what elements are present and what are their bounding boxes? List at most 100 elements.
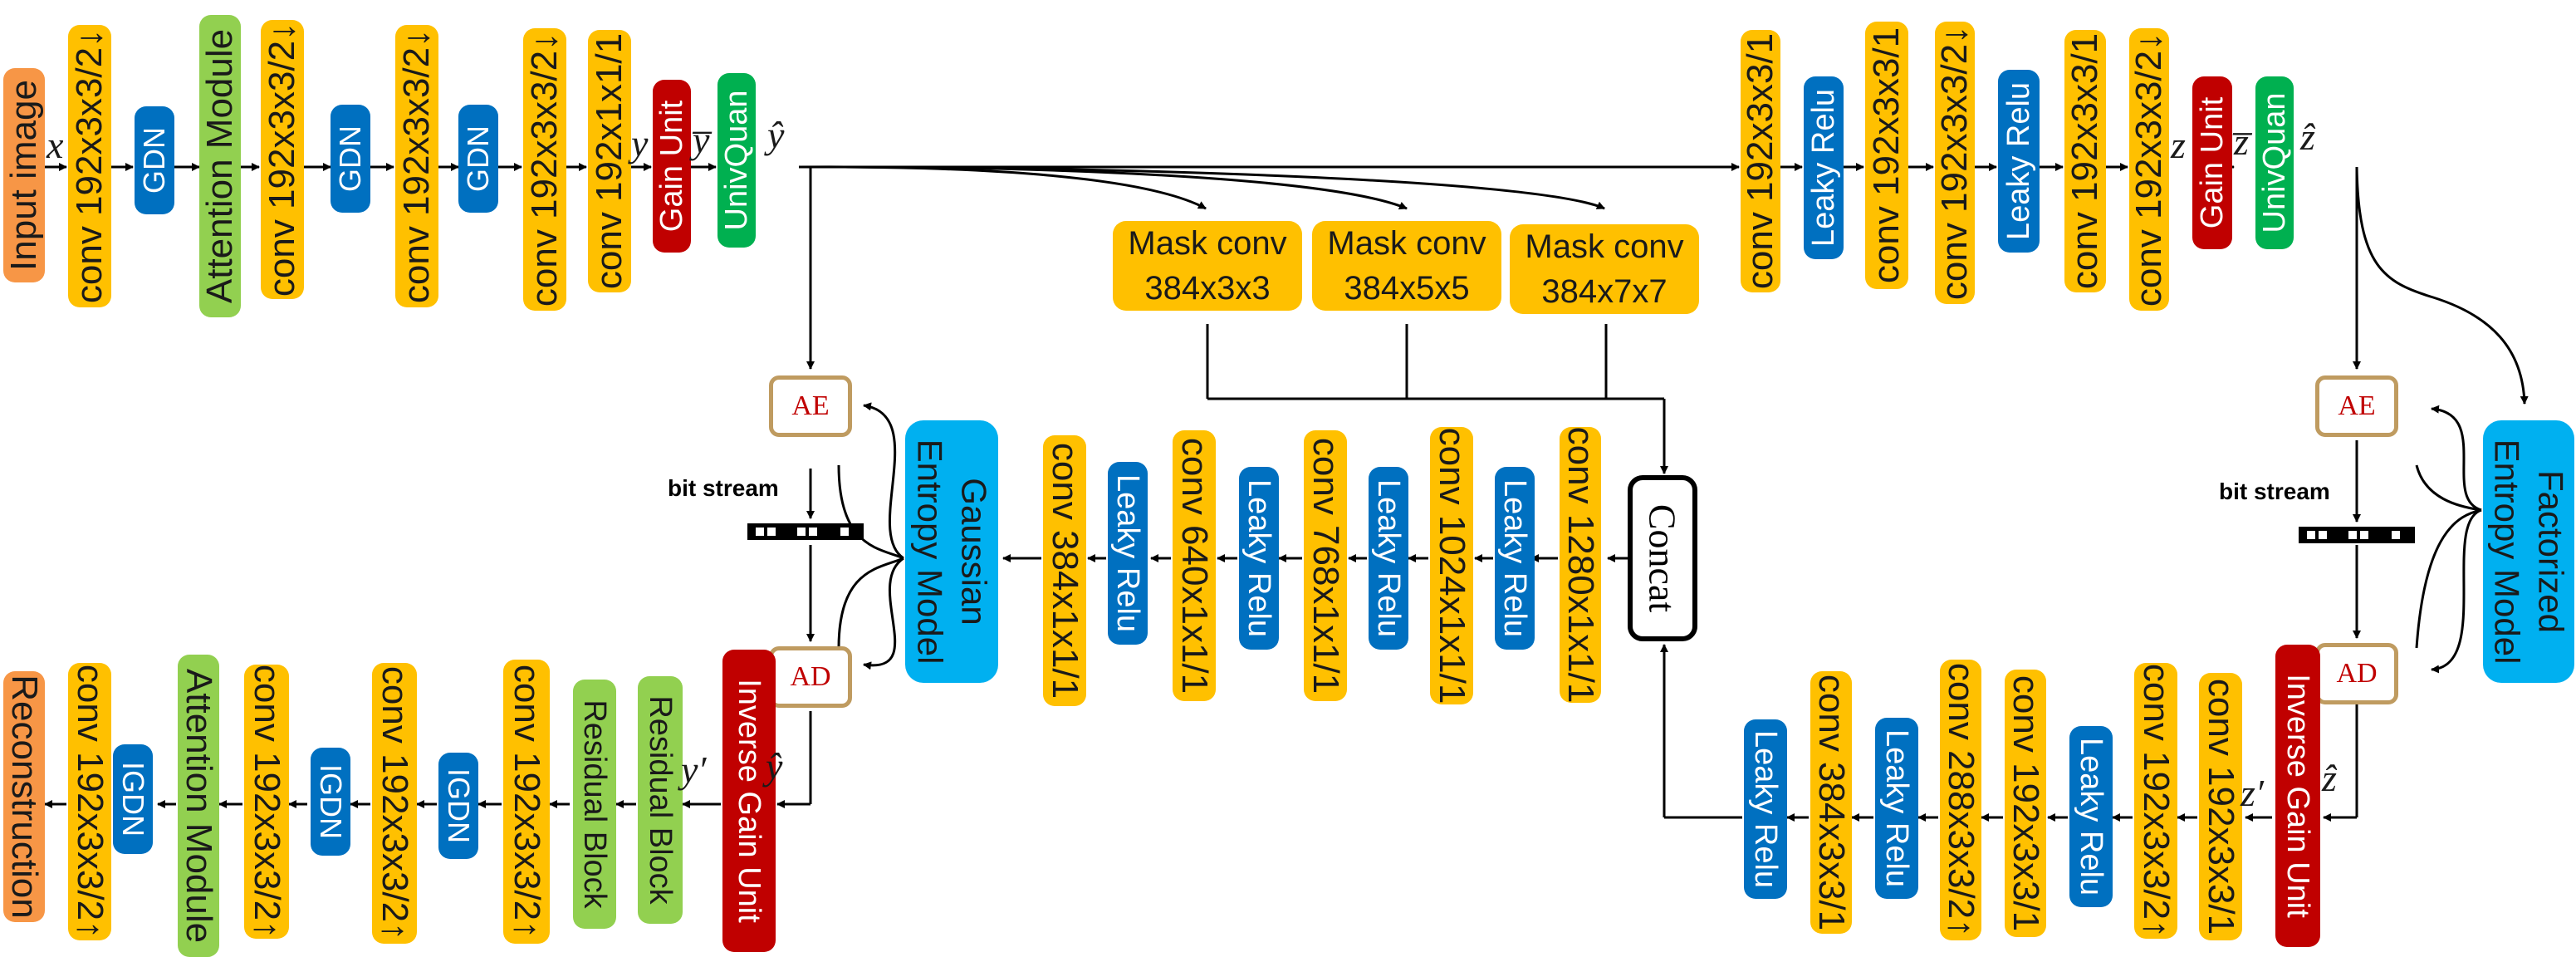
univquan-main: UnivQuan [717, 73, 756, 248]
context-leaky-relu-c-label: Leaky Relu [1241, 478, 1276, 638]
hyper-encoder-conv-3: conv 192x3x3/2↓ [1934, 22, 1975, 304]
mask-conv-3x3: Mask conv 384x3x3 [1113, 221, 1302, 311]
gain-unit-hyper: Gain Unit [2192, 76, 2232, 249]
context-conv-640-label: conv 640x1x1/1 [1174, 437, 1215, 694]
hyper-encoder-conv-5-label: conv 192x3x3/2↓ [2128, 32, 2169, 307]
hyper-encoder-conv-4-label: conv 192x3x3/1 [2064, 32, 2105, 290]
igdn-1: IGDN [438, 753, 478, 859]
mask-conv-5x5: Mask conv 384x5x5 [1312, 221, 1501, 311]
inverse-gain-unit-main-label: Inverse Gain Unit [732, 679, 766, 923]
igdn-3: IGDN [113, 744, 153, 854]
gaussian-entropy-model-label: Gaussian Entropy Model [911, 439, 994, 665]
context-conv-768: conv 768x1x1/1 [1304, 430, 1347, 701]
factorized-entropy-model-label: Factorized Entropy Model [2488, 439, 2571, 665]
inverse-gain-unit-hyper-label: Inverse Gain Unit [2280, 674, 2315, 918]
encoder-conv-5: conv 192x1x1/1 [588, 30, 631, 292]
context-leaky-relu-d-label: Leaky Relu [1110, 474, 1145, 633]
symbol-y-bar: y̅ [693, 119, 710, 161]
gain-unit-main-label: Gain Unit [654, 100, 689, 233]
context-leaky-relu-c: Leaky Relu [1239, 467, 1279, 650]
bit-stream-label-main: bit stream [668, 475, 779, 501]
bit-stream-strip-main [747, 523, 864, 540]
hyper-decoder-conv-2-label: conv 192x3x3/2↑ [2136, 663, 2177, 939]
hyper-decoder-conv-2: conv 192x3x3/2↑ [2134, 663, 2177, 939]
decoder-conv-1-label: conv 192x3x3/2↑ [507, 664, 547, 940]
bit-stream-strip-hyper [2299, 527, 2415, 543]
gdn-1-label: GDN [137, 127, 171, 194]
inverse-gain-unit-hyper: Inverse Gain Unit [2275, 645, 2320, 947]
gdn-3: GDN [458, 105, 498, 213]
hyper-decoder-leaky-relu-2: Leaky Relu [1875, 718, 1918, 899]
encoder-conv-4-label: conv 192x3x3/2↓ [524, 32, 565, 307]
context-conv-384-label: conv 384x1x1/1 [1045, 442, 1085, 699]
hyper-encoder-conv-5: conv 192x3x3/2↓ [2128, 28, 2169, 311]
arithmetic-decoder-main: AD [769, 646, 852, 708]
hyper-decoder-leaky-relu-3: Leaky Relu [1744, 719, 1787, 899]
hyper-leaky-relu-2-label: Leaky Relu [2001, 81, 2036, 241]
symbol-y-hat: ŷ [767, 114, 785, 156]
decoder-conv-1: conv 192x3x3/2↑ [503, 660, 550, 944]
symbol-z-hat: ẑ [2300, 115, 2315, 158]
mask-conv-5x5-label: Mask conv 384x5x5 [1327, 225, 1486, 307]
symbol-z-bar: z̅ [2234, 120, 2249, 163]
hyper-decoder-conv-1-label: conv 192x3x3/1 [2201, 678, 2241, 935]
igdn-2-label: IGDN [314, 764, 348, 839]
gaussian-entropy-model: Gaussian Entropy Model [905, 420, 998, 683]
hyper-decoder-leaky-relu-1-label: Leaky Relu [2074, 737, 2108, 896]
encoder-conv-1: conv 192x3x3/2↓ [68, 25, 111, 307]
attention-module-encoder: Attention Module [199, 15, 241, 317]
symbol-y-prime: y′ [681, 748, 707, 791]
encoder-conv-2: conv 192x3x3/2↓ [261, 20, 304, 299]
igdn-3-label: IGDN [116, 762, 150, 837]
arithmetic-decoder-hyper: AD [2315, 643, 2398, 704]
mask-conv-3x3-label: Mask conv 384x3x3 [1128, 225, 1287, 307]
gdn-3-label: GDN [461, 125, 495, 192]
encoder-conv-2-label: conv 192x3x3/2↓ [262, 22, 302, 297]
hyper-decoder-conv-4: conv 288x3x3/2↑ [1940, 660, 1981, 940]
encoder-conv-3: conv 192x3x3/2↓ [395, 25, 438, 307]
residual-block-1-label: Residual Block [577, 699, 612, 909]
encoder-conv-1-label: conv 192x3x3/2↓ [69, 28, 110, 304]
symbol-z-hat-decoder: ẑ [2322, 757, 2337, 799]
residual-block-2-label: Residual Block [643, 695, 678, 905]
attention-module-decoder-label: Attention Module [179, 668, 219, 944]
context-conv-1024-label: conv 1024x1x1/1 [1432, 427, 1472, 704]
hyper-decoder-conv-3: conv 192x3x3/1 [2005, 670, 2046, 937]
context-leaky-relu-a: Leaky Relu [1495, 467, 1535, 650]
igdn-1-label: IGDN [442, 768, 476, 843]
residual-block-1: Residual Block [573, 680, 616, 929]
hyper-encoder-conv-1: conv 192x3x3/1 [1740, 30, 1780, 292]
symbol-y-hat-decoder: ŷ [766, 745, 783, 788]
decoder-conv-2: conv 192x3x3/2↑ [372, 663, 417, 944]
decoder-conv-4: conv 192x3x3/2↑ [68, 663, 111, 940]
hyper-encoder-conv-4: conv 192x3x3/1 [2064, 30, 2106, 292]
hyper-encoder-conv-1-label: conv 192x3x3/1 [1740, 32, 1780, 290]
context-leaky-relu-b: Leaky Relu [1369, 467, 1408, 650]
context-leaky-relu-d: Leaky Relu [1108, 462, 1148, 645]
ad-hyper-label: AD [2336, 658, 2378, 689]
hyper-decoder-conv-1: conv 192x3x3/1 [2199, 673, 2242, 940]
encoder-conv-3-label: conv 192x3x3/2↓ [396, 28, 437, 304]
univquan-main-label: UnivQuan [719, 90, 754, 231]
hyper-decoder-conv-5-label: conv 384x3x3/1 [1811, 674, 1852, 931]
hyper-leaky-relu-2: Leaky Relu [1998, 70, 2040, 253]
bit-stream-label-hyper: bit stream [2219, 478, 2330, 504]
hyper-decoder-leaky-relu-3-label: Leaky Relu [1748, 729, 1783, 889]
gdn-2-label: GDN [333, 125, 367, 192]
ae-main-label: AE [791, 390, 830, 421]
arithmetic-encoder-main: AE [769, 375, 852, 437]
context-conv-384: conv 384x1x1/1 [1043, 435, 1086, 706]
attention-module-encoder-label: Attention Module [199, 28, 240, 304]
context-leaky-relu-a-label: Leaky Relu [1497, 478, 1532, 638]
symbol-y: y [631, 122, 649, 164]
symbol-z-prime: z′ [2241, 772, 2264, 814]
factorized-entropy-model: Factorized Entropy Model [2483, 420, 2574, 683]
decoder-conv-4-label: conv 192x3x3/2↑ [70, 664, 110, 940]
hyper-encoder-conv-2-label: conv 192x3x3/1 [1866, 27, 1907, 284]
hyper-decoder-leaky-relu-2-label: Leaky Relu [1879, 729, 1914, 888]
symbol-z: z [2171, 124, 2186, 166]
context-conv-1280: conv 1280x1x1/1 [1560, 427, 1601, 703]
hyper-encoder-conv-2: conv 192x3x3/1 [1865, 22, 1908, 289]
